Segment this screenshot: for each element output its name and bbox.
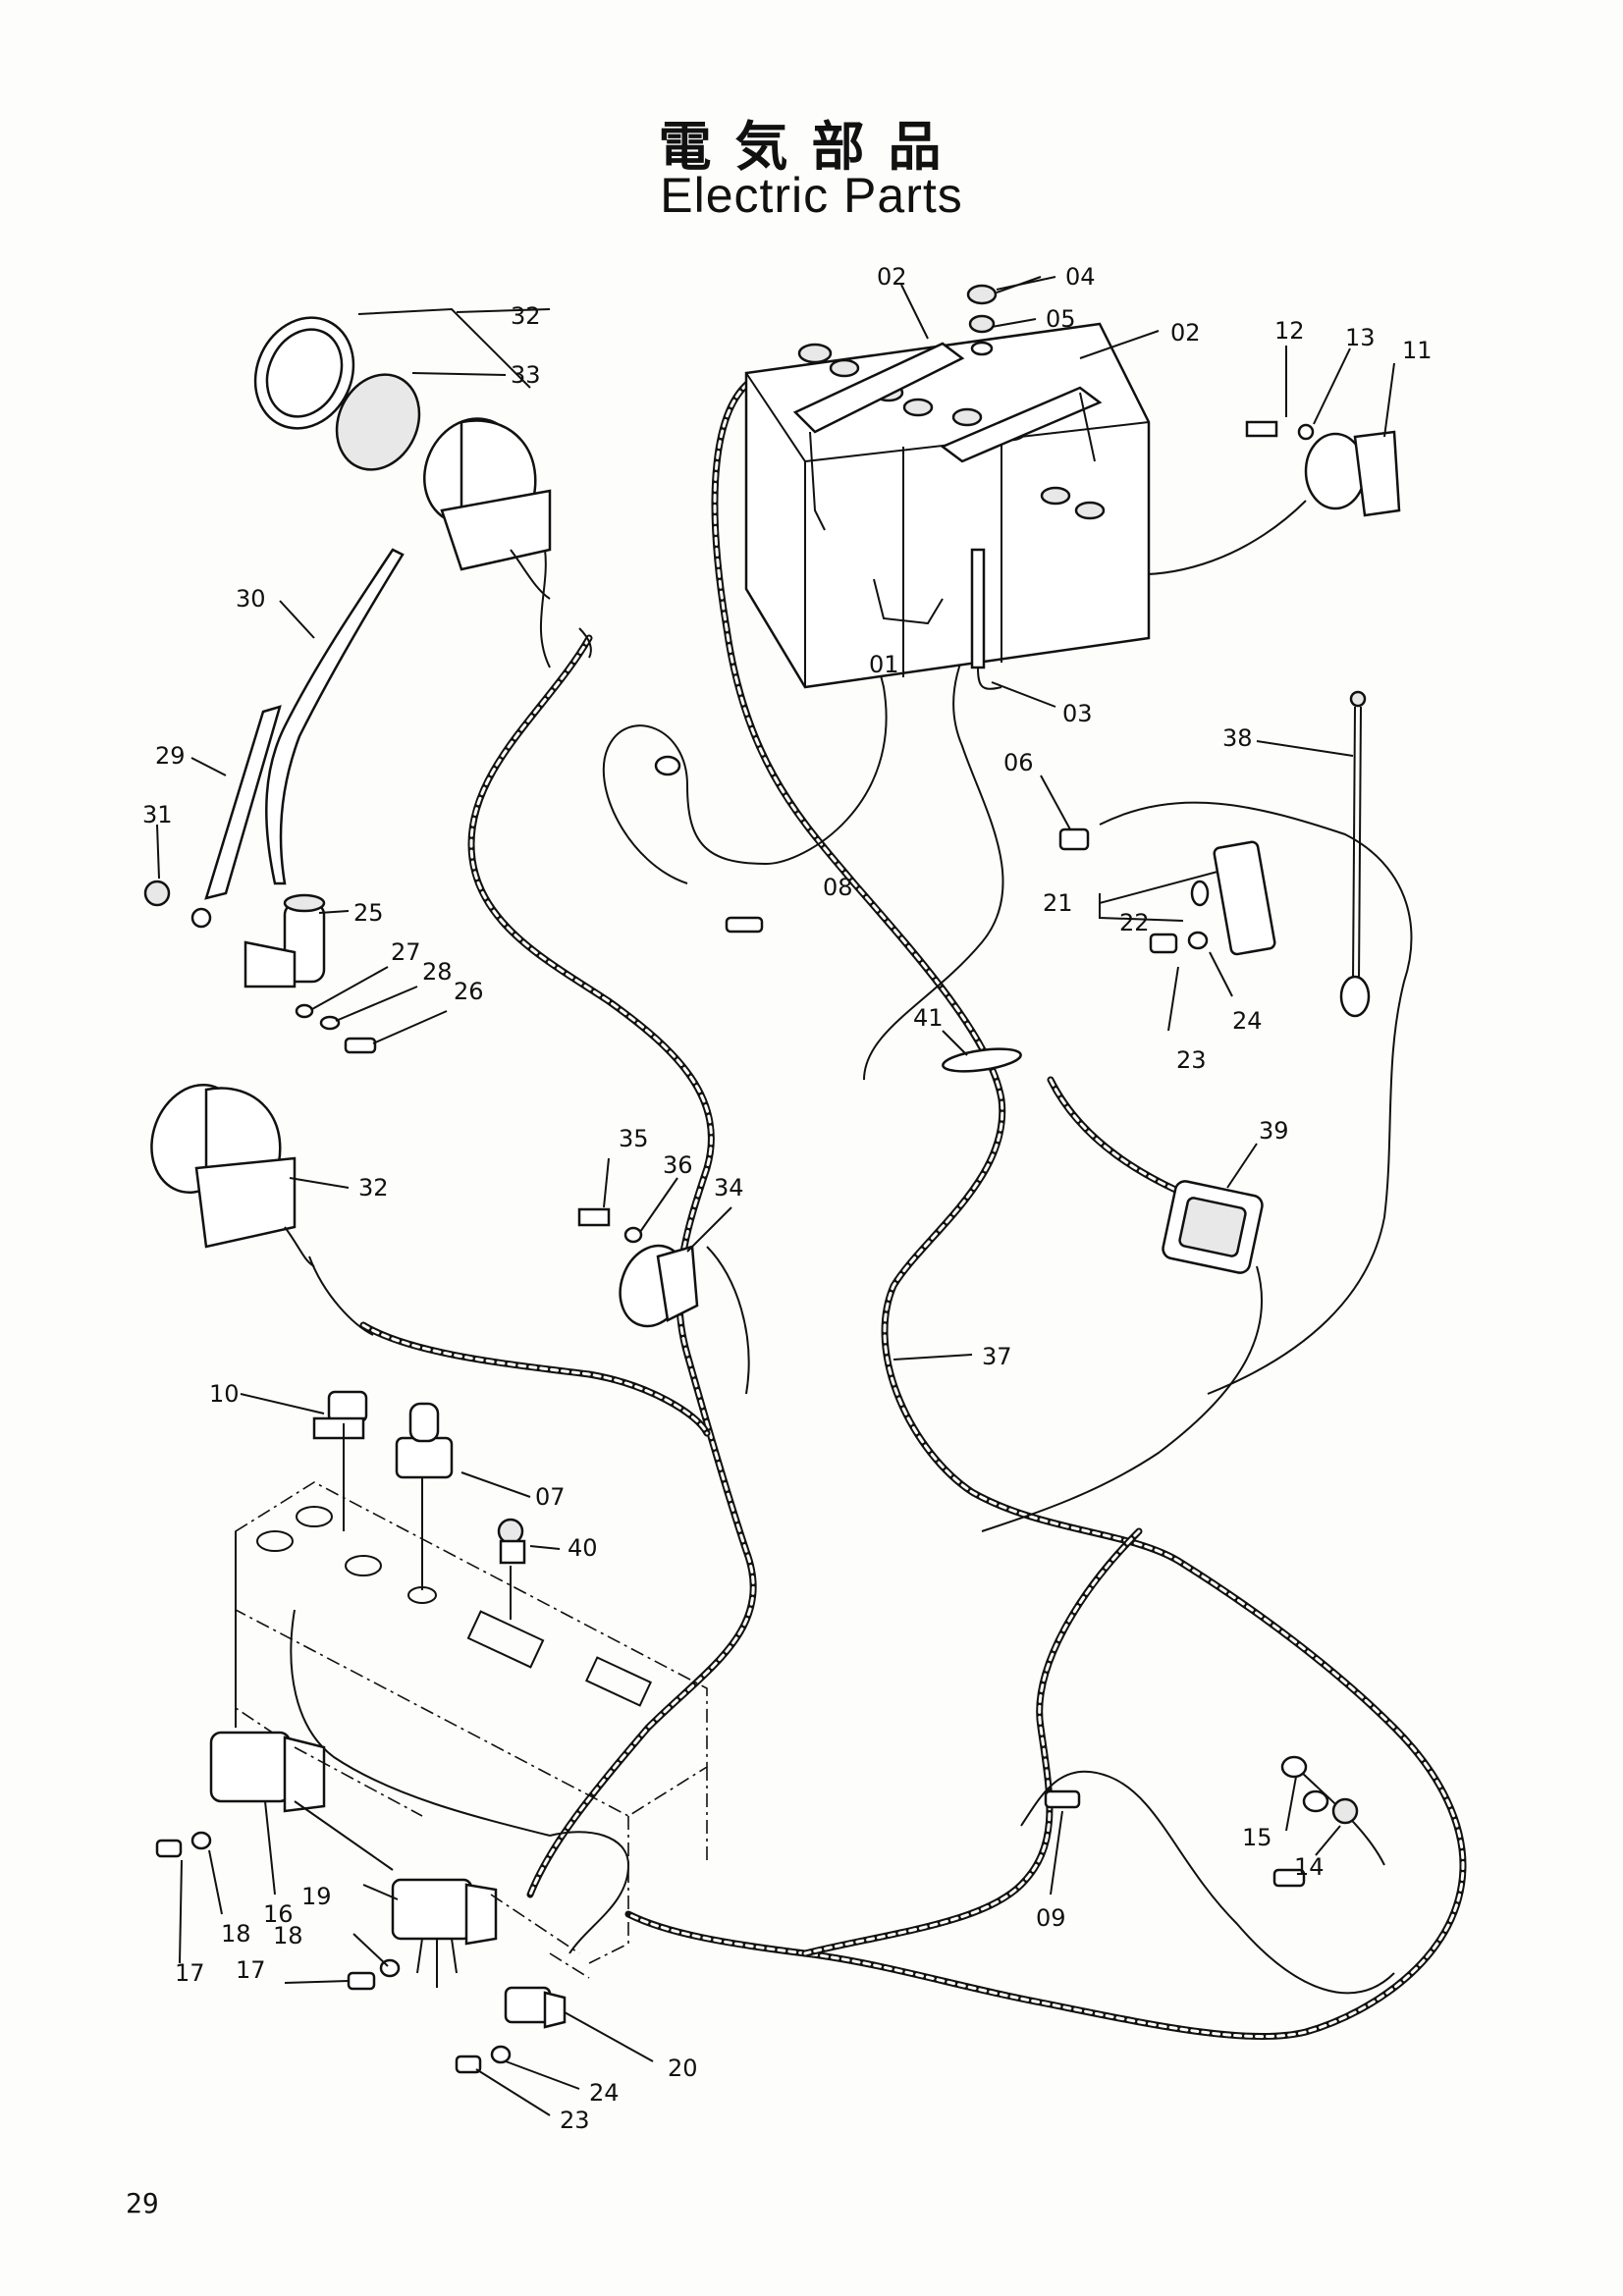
label-20: 20 [668, 2055, 698, 2082]
cab-lamp [1149, 840, 1276, 956]
label-34: 34 [714, 1174, 744, 1201]
relays [209, 1731, 567, 2029]
wiper-motor [243, 893, 377, 1054]
page-title-jp: 電気部品 [658, 116, 965, 178]
nut-washer [966, 284, 998, 356]
label-09: 09 [1036, 1904, 1066, 1932]
work-lamp-lower [150, 1084, 315, 1267]
label-31: 31 [142, 801, 173, 828]
label-36: 36 [663, 1151, 693, 1179]
label-15: 15 [1242, 1824, 1272, 1851]
battery-bolt [970, 548, 1002, 690]
label-18b: 18 [273, 1922, 303, 1949]
label-35: 35 [619, 1125, 649, 1152]
rear-lamp [1162, 1180, 1264, 1274]
label-23a: 23 [1176, 1046, 1207, 1074]
work-lamp-upper [253, 316, 592, 659]
label-02b: 02 [1170, 319, 1201, 347]
label-32b: 32 [358, 1174, 389, 1201]
label-16: 16 [263, 1900, 294, 1928]
label-04: 04 [1065, 263, 1096, 291]
label-02a: 02 [877, 263, 907, 291]
label-41: 41 [913, 1004, 944, 1032]
label-03: 03 [1062, 700, 1093, 727]
label-06: 06 [1003, 749, 1034, 776]
label-24b: 24 [589, 2079, 620, 2107]
label-12: 12 [1274, 317, 1305, 345]
screws-washers [155, 1755, 1359, 2074]
label-24a: 24 [1232, 1007, 1263, 1035]
label-39: 39 [1259, 1117, 1289, 1145]
label-32a: 32 [511, 302, 541, 330]
label-18a: 18 [221, 1920, 251, 1948]
part-labels: 02 04 05 02 12 13 11 01 03 32 33 30 29 3… [142, 263, 1433, 2134]
label-22: 22 [1119, 909, 1150, 936]
label-13: 13 [1345, 324, 1376, 351]
label-37: 37 [982, 1343, 1012, 1370]
label-33: 33 [511, 361, 541, 389]
switches [312, 1390, 526, 1565]
label-23b: 23 [560, 2107, 590, 2134]
label-26: 26 [454, 978, 484, 1005]
wiper [143, 548, 405, 929]
label-10: 10 [209, 1380, 240, 1408]
page-number: 29 [126, 2187, 159, 2219]
label-01: 01 [869, 651, 899, 678]
battery-clamp [792, 342, 1103, 531]
label-17a: 17 [175, 1959, 205, 1987]
label-17b: 17 [236, 1956, 266, 1984]
page-title-en: Electric Parts [660, 168, 963, 223]
harness-clamp [942, 1047, 1022, 1073]
label-07: 07 [535, 1483, 566, 1511]
antenna [1339, 690, 1371, 1018]
label-08: 08 [823, 874, 853, 901]
sensors [654, 755, 1090, 1809]
battery [744, 322, 1151, 689]
label-29: 29 [155, 742, 186, 770]
label-11: 11 [1402, 337, 1433, 364]
leader-lines [156, 276, 1395, 2116]
label-05: 05 [1046, 305, 1076, 333]
label-19: 19 [301, 1883, 332, 1910]
label-27: 27 [391, 938, 421, 966]
wiring-harness [359, 369, 1467, 2041]
label-38: 38 [1222, 724, 1253, 752]
label-14: 14 [1294, 1853, 1325, 1881]
label-21: 21 [1043, 889, 1073, 917]
label-25: 25 [353, 899, 384, 927]
label-40: 40 [568, 1534, 598, 1562]
horn-34 [577, 1207, 699, 1328]
label-28: 28 [422, 958, 453, 986]
label-30: 30 [236, 585, 266, 613]
horn-11 [1245, 420, 1401, 517]
